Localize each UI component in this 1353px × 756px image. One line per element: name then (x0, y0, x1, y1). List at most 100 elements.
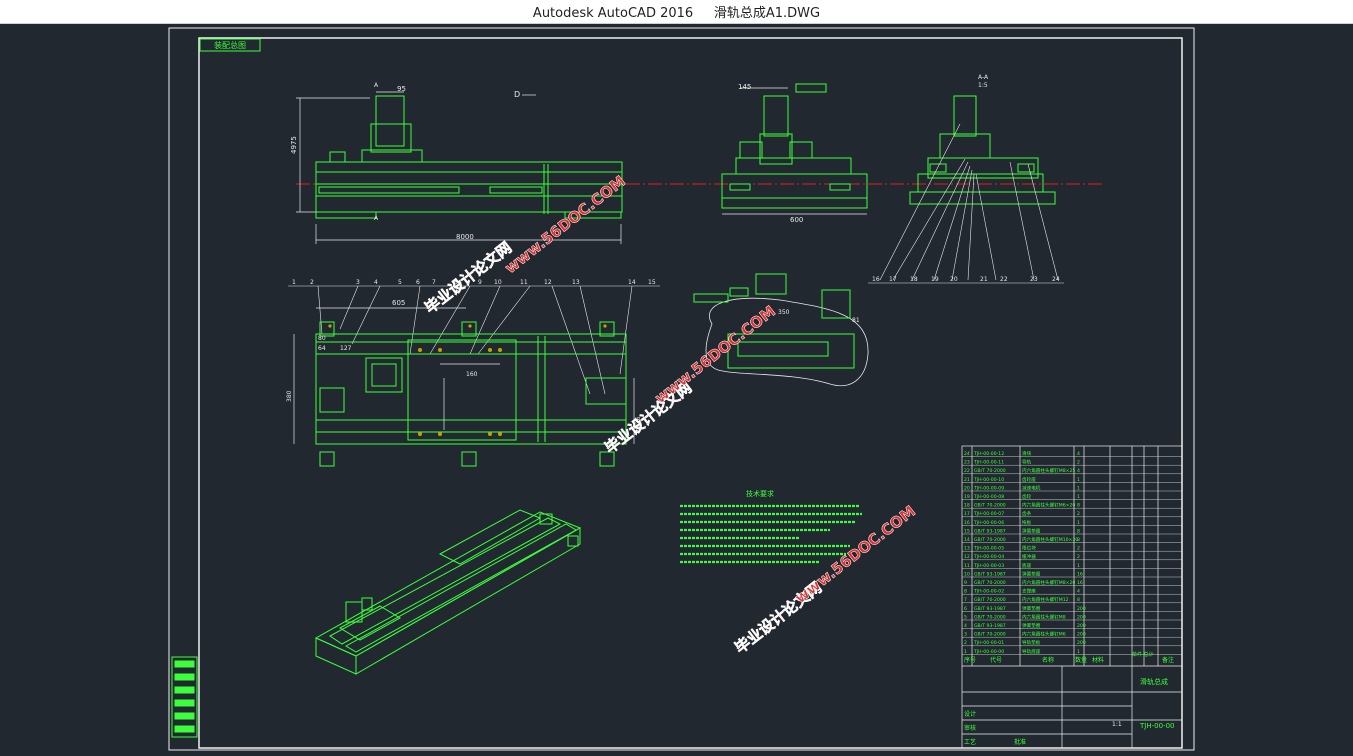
bom-code: GB/T 70-2000 (974, 468, 1006, 474)
bom-qty: 8 (1077, 537, 1080, 543)
bom-name: 滑块 (1022, 450, 1032, 457)
callout-6: 6 (416, 279, 420, 286)
bom-code: GB/T 93-1987 (974, 623, 1006, 629)
dim-81: 81 (852, 317, 860, 324)
dim-226: 226 (635, 416, 642, 428)
frame-tag-box (199, 38, 261, 52)
bom-name: 内六角圆柱头螺钉M8 (1022, 613, 1066, 620)
callout-1: 1 (292, 279, 296, 286)
label-process: 工艺 (964, 738, 976, 746)
callout-17: 17 (889, 276, 897, 283)
plan-view (315, 321, 627, 467)
header-code: 代号 (990, 656, 1002, 664)
dim-4975: 4975 (290, 136, 298, 154)
bom-name: 内六角圆柱头螺钉M10×30 (1022, 536, 1078, 543)
bom-qty: 2 (1077, 554, 1080, 560)
bom-qty: 4 (1077, 589, 1080, 595)
callout-15: 15 (648, 279, 656, 286)
bom-name: 弹簧垫圈 (1022, 605, 1041, 612)
callouts-row2: 16 17 18 19 20 21 22 23 24 (872, 276, 1060, 283)
bom-name: 内六角圆柱头螺钉M12 (1022, 596, 1069, 603)
bom-no: 12 (964, 554, 970, 560)
dim-64: 64 (318, 345, 326, 352)
callout-3: 3 (356, 279, 360, 286)
title-block-header: 序号 代号 名称 数量 材料 单件 总计 备注 (964, 651, 1174, 664)
bom-qty: 2 (1077, 460, 1080, 466)
header-qty: 数量 (1075, 656, 1087, 664)
front-view (315, 95, 623, 219)
bom-code: TJH-00-00-09 (973, 485, 1004, 491)
frame-tag: 装配总图 (214, 40, 246, 50)
dim-80: 80 (318, 335, 326, 342)
callout-19: 19 (931, 276, 939, 283)
bom-qty: 200 (1077, 640, 1086, 646)
callout-5: 5 (398, 279, 402, 286)
drawing-canvas[interactable]: 装配总图 95 4975 8000 D (0, 24, 1353, 752)
callout-9: 9 (478, 279, 482, 286)
watermark-cn-1: 毕业设计论文网 (421, 238, 515, 317)
callout-24: 24 (1052, 276, 1060, 283)
watermarks: 毕业设计论文网 www.56DOC.COM 毕业设计论文网 www.56DOC.… (421, 172, 919, 658)
bom-name: 齿轮 (1022, 493, 1032, 500)
bom-name: 内六角圆柱头螺钉M6 (1022, 631, 1066, 638)
bom-code: TJH-00-00-00 (973, 649, 1004, 655)
bom-qty: 16 (1077, 580, 1083, 586)
watermark-url-2: www.56DOC.COM (651, 302, 779, 407)
header-weight: 单件 总计 (1132, 651, 1154, 658)
sheet-border-outer (168, 27, 1195, 751)
callout-20: 20 (950, 276, 958, 283)
label-check: 审核 (964, 724, 976, 732)
bom-qty: 1 (1077, 520, 1080, 526)
sheet-border-inner (198, 37, 1183, 749)
callout-16: 16 (872, 276, 880, 283)
bom-name: 齿条 (1022, 510, 1032, 517)
bom-no: 14 (964, 537, 970, 543)
bom-code: GB/T 70-2000 (974, 614, 1006, 620)
callout-21: 21 (980, 276, 988, 283)
bom-code: TJH-00-00-06 (973, 520, 1004, 526)
callout-14: 14 (628, 279, 636, 286)
bom-qty: 8 (1077, 597, 1080, 603)
callout-8: 8 (454, 279, 458, 286)
bom-no: 24 (964, 451, 970, 457)
bom-qty: 4 (1077, 468, 1080, 474)
bom-no: 11 (964, 563, 970, 569)
callout-2: 2 (310, 279, 314, 286)
cad-drawing: 装配总图 95 4975 8000 D (168, 27, 1195, 751)
bom-qty: 8 (1077, 503, 1080, 509)
bom-no: 16 (964, 520, 970, 526)
title-block (961, 445, 1183, 749)
bom-no: 15 (964, 528, 970, 534)
bom-qty: 1 (1077, 649, 1080, 655)
bom-no: 13 (964, 546, 970, 552)
bom-no: 3 (964, 632, 967, 638)
title-block-info: 滑轨总成 TJH-00-00 1:1 设计 审核 工艺 批准 (964, 677, 1174, 746)
bom-qty: 200 (1077, 623, 1086, 629)
bom-no: 7 (964, 597, 967, 603)
bom-name: 内六角圆柱头螺钉M8×25 (1022, 467, 1075, 474)
bom-code: GB/T 70-2000 (974, 503, 1006, 509)
side-view (721, 83, 868, 209)
row1-leaders (288, 285, 660, 395)
bom-code: TJH-00-00-11 (973, 460, 1004, 466)
bom-code: TJH-00-00-03 (973, 563, 1004, 569)
bom-qty: 200 (1077, 614, 1086, 620)
callout-12: 12 (544, 279, 552, 286)
bom-no: 2 (964, 640, 967, 646)
header-remark: 备注 (1162, 656, 1174, 664)
bom-no: 19 (964, 494, 970, 500)
plan-view-dims (293, 307, 635, 444)
bom-code: GB/T 70-2000 (974, 632, 1006, 638)
callout-4: 4 (374, 279, 378, 286)
bom-name: 支撑座 (1022, 588, 1036, 595)
bom-qty: 2 (1077, 546, 1080, 552)
bom-name: 导轨垫板 (1022, 639, 1041, 646)
notes-title: 技术要求 (746, 489, 774, 498)
callout-10: 10 (494, 279, 502, 286)
bom-no: 21 (964, 477, 970, 483)
bom-qty: 4 (1077, 451, 1080, 457)
bom-name: 限位块 (1022, 545, 1036, 552)
isometric-view (314, 509, 582, 675)
bom-name: 弹簧垫圈 (1022, 570, 1041, 577)
drawing-code: TJH-00-00 (1139, 722, 1174, 730)
